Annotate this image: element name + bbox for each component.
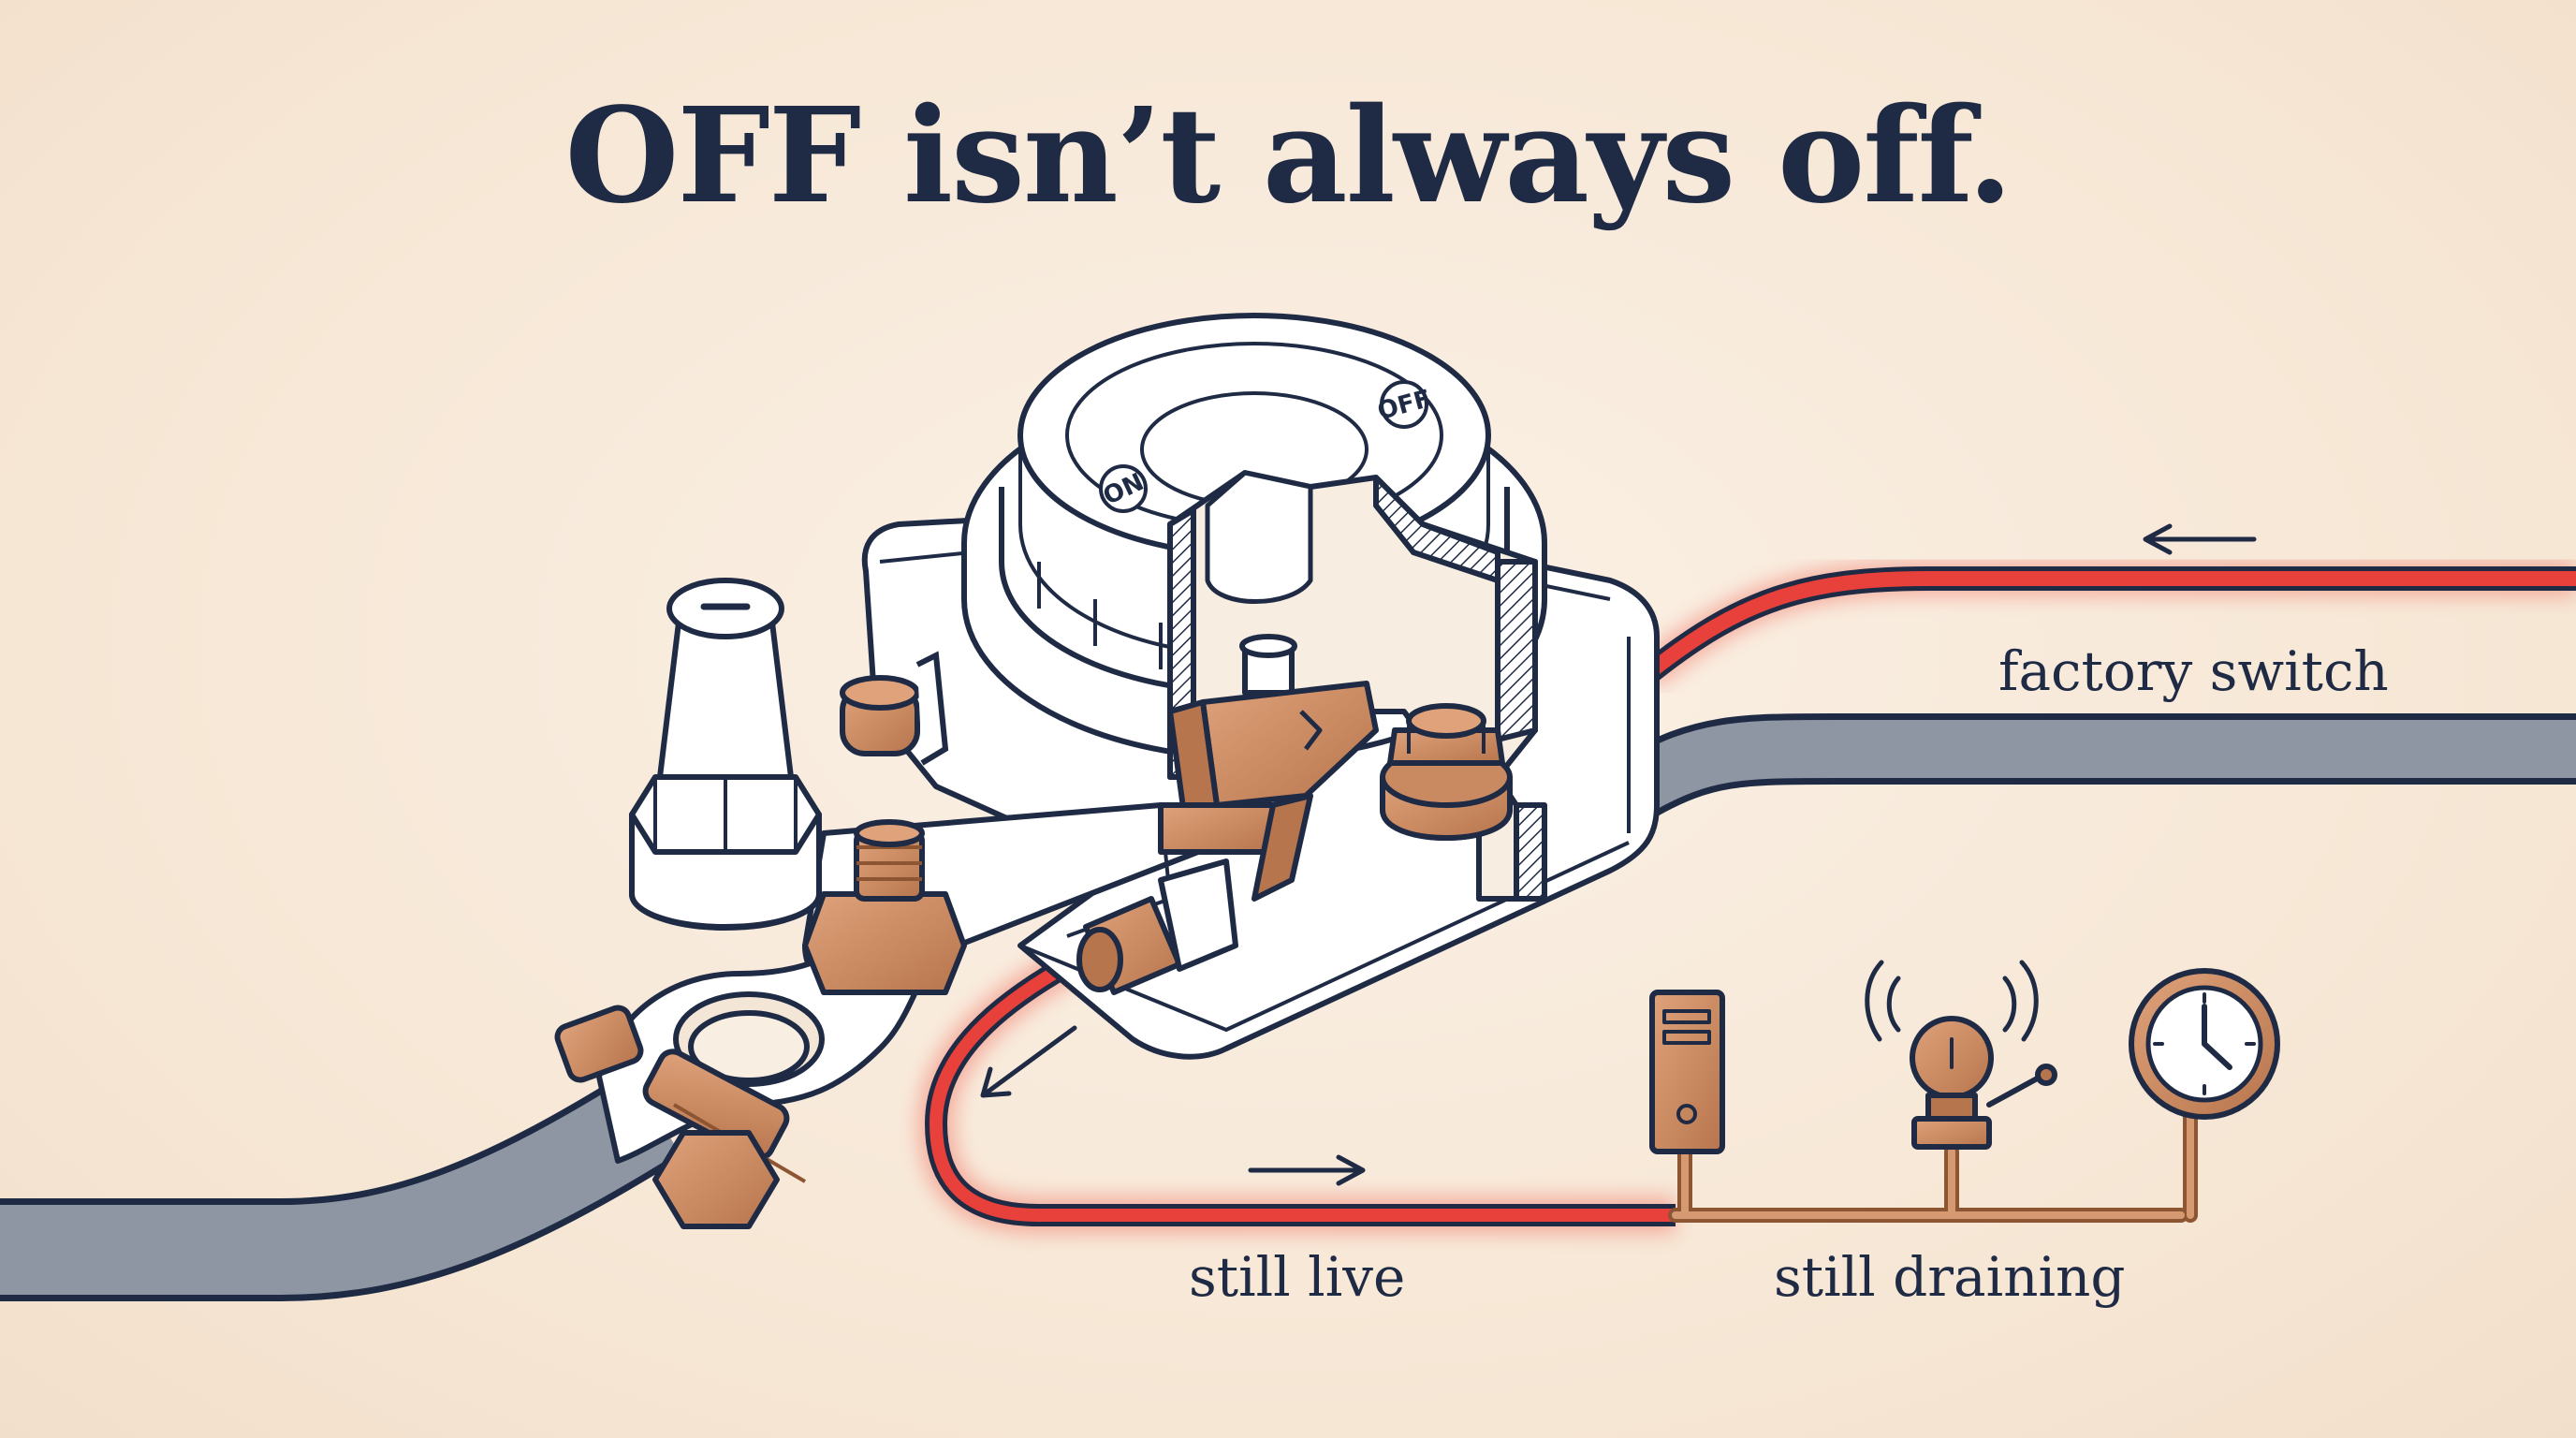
left-grey-cable	[0, 1070, 683, 1301]
arrow-factory-left	[2143, 523, 2257, 555]
drain-wires	[1668, 1107, 2198, 1223]
wire-ferrule	[1076, 858, 1238, 995]
alarm-bell-icon	[1865, 960, 2057, 1150]
still-live-wire	[916, 929, 1676, 1234]
factory-switch-wire	[1636, 561, 2576, 688]
internal-stud	[1380, 703, 1513, 841]
clamp-bolt	[554, 1005, 807, 1229]
arrow-live-right	[1248, 1154, 1366, 1186]
strap-copper-nut	[802, 819, 967, 995]
label-factory-switch: factory switch	[1998, 639, 2389, 703]
clock-icon	[2129, 968, 2280, 1120]
internal-contacts	[1158, 634, 1379, 902]
right-grey-cable	[1620, 713, 2576, 818]
arrow-live-down	[980, 1025, 1077, 1098]
terminal-cap	[629, 578, 822, 931]
side-copper-nut	[840, 651, 949, 766]
label-still-draining: still draining	[1774, 1245, 2126, 1309]
label-still-live: still live	[1189, 1245, 1406, 1309]
computer-tower-icon	[1649, 990, 1725, 1154]
headline: OFF isn’t always off.	[564, 80, 2012, 233]
